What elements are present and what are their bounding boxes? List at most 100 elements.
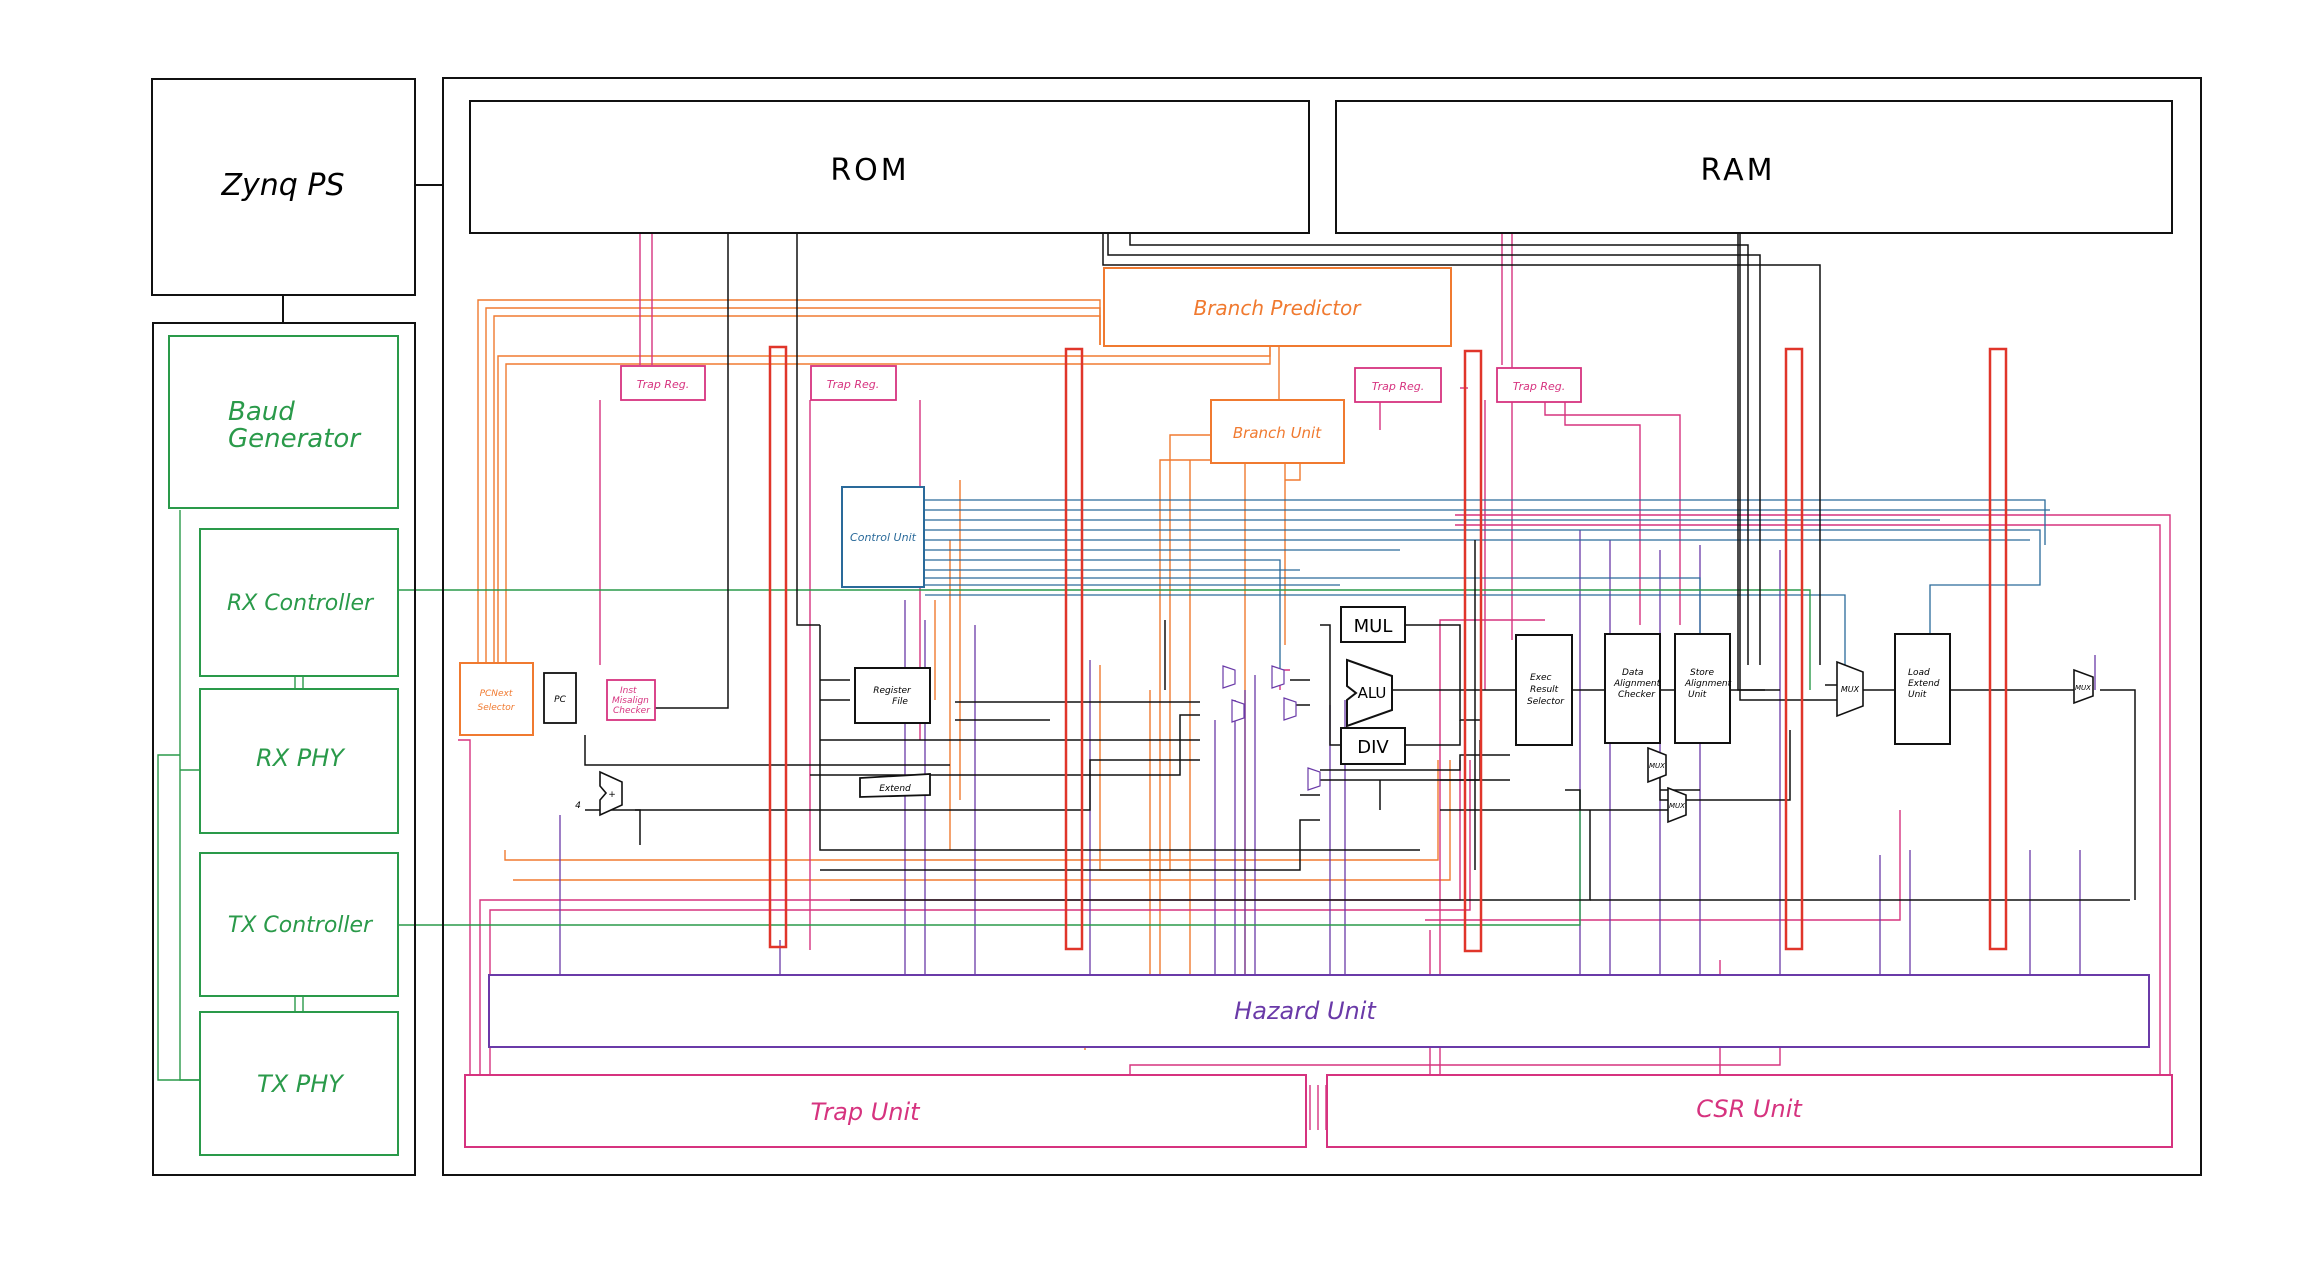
trap-reg-2: Trap Reg. bbox=[810, 365, 897, 401]
rom-block: ROM bbox=[469, 100, 1310, 234]
uart-internal-links bbox=[294, 676, 304, 1012]
baud-label-line1: Baud bbox=[228, 397, 295, 427]
trap-reg-2-label: Trap Reg. bbox=[827, 378, 880, 391]
baud-label-line2: Generator bbox=[228, 424, 362, 454]
rx-phy-label: RX PHY bbox=[256, 744, 346, 772]
extend-label: Extend bbox=[879, 784, 911, 794]
inst-misalign-label-3: Checker bbox=[613, 706, 651, 716]
hazard-unit-label: Hazard Unit bbox=[1234, 997, 1377, 1025]
extend-block: Extend bbox=[859, 773, 931, 798]
tx-phy-label: TX PHY bbox=[257, 1070, 345, 1098]
pipeline-register-mem-wb2 bbox=[1988, 347, 2008, 951]
ram-label: RAM bbox=[1700, 153, 1775, 188]
store-align-label-2: Alignment bbox=[1684, 679, 1732, 689]
trap-reg-4-label: Trap Reg. bbox=[1513, 380, 1566, 393]
fwd-mux-d bbox=[1283, 697, 1297, 721]
exec-result-selector-block: Exec Result Selector bbox=[1515, 634, 1573, 746]
blue-wires bbox=[925, 499, 2050, 690]
baud-generator-block: Baud Generator bbox=[168, 335, 399, 509]
branch-unit-label: Branch Unit bbox=[1233, 424, 1322, 442]
purple-wires bbox=[559, 530, 2096, 975]
adder-constant: 4 bbox=[575, 801, 581, 811]
store-align-label-3: Unit bbox=[1688, 690, 1707, 700]
pipeline-register-if-id bbox=[768, 345, 788, 949]
pcnext-label-2: Selector bbox=[478, 703, 516, 713]
rx-controller-label: RX Controller bbox=[227, 591, 375, 616]
fwd-mux-c bbox=[1271, 665, 1285, 689]
green-wires bbox=[157, 510, 1811, 1081]
control-unit-block: Control Unit bbox=[841, 486, 925, 588]
fwd-mux-1-label: MUX bbox=[1649, 762, 1665, 770]
black-wires bbox=[555, 230, 2136, 901]
cpu-frame bbox=[442, 77, 2202, 1176]
pc-block: PC bbox=[543, 672, 577, 724]
mul-label: MUL bbox=[1354, 616, 1393, 637]
load-extend-label-1: Load bbox=[1908, 668, 1930, 678]
csr-unit-label: CSR Unit bbox=[1696, 1095, 1803, 1123]
load-extend-label-2: Extend bbox=[1908, 679, 1940, 689]
pipeline-register-id-ex bbox=[1064, 347, 1084, 951]
zynq-ps-block: Zynq PS bbox=[151, 78, 416, 296]
fwd-mux-a bbox=[1222, 665, 1236, 689]
trap-reg-3-label: Trap Reg. bbox=[1372, 380, 1425, 393]
trap-reg-3: Trap Reg. bbox=[1354, 367, 1442, 403]
inst-misalign-label-2: Misalign bbox=[612, 696, 649, 706]
register-file-block: Register File bbox=[854, 667, 931, 724]
inst-misalign-checker-block: Inst Misalign Checker bbox=[606, 679, 656, 721]
store-align-label-1: Store bbox=[1690, 668, 1714, 678]
branch-predictor-label: Branch Predictor bbox=[1193, 296, 1362, 320]
pc-adder: + 4 bbox=[575, 770, 623, 817]
register-file-label-1: Register bbox=[873, 686, 912, 696]
ram-block: RAM bbox=[1335, 100, 2173, 234]
data-align-label-3: Checker bbox=[1618, 690, 1656, 700]
alu-block: ALU bbox=[1346, 658, 1393, 728]
tx-controller-label: TX Controller bbox=[228, 913, 374, 938]
wb-mux: MUX bbox=[2073, 668, 2094, 705]
forwarding-muxes bbox=[1222, 665, 1321, 791]
adder-plus: + bbox=[608, 790, 616, 800]
data-alignment-checker-block: Data Alignment Checker bbox=[1604, 633, 1661, 744]
exec-result-label-2: Result bbox=[1530, 685, 1559, 695]
rx-phy-block: RX PHY bbox=[199, 688, 399, 834]
store-alignment-unit-block: Store Alignment Unit bbox=[1674, 633, 1732, 744]
branch-predictor-block: Branch Predictor bbox=[1103, 267, 1452, 347]
mem-mux-label: MUX bbox=[1841, 685, 1860, 694]
exec-result-label-1: Exec bbox=[1530, 673, 1552, 683]
alu-label: ALU bbox=[1358, 684, 1387, 702]
div-label: DIV bbox=[1357, 737, 1389, 758]
load-extend-unit-block: Load Extend Unit bbox=[1894, 633, 1951, 745]
trap-unit-label: Trap Unit bbox=[810, 1098, 921, 1126]
tx-controller-block: TX Controller bbox=[199, 852, 399, 997]
inst-misalign-label-1: Inst bbox=[620, 686, 637, 696]
fwd-mux-1: MUX bbox=[1647, 746, 1667, 784]
mem-mux: MUX bbox=[1836, 660, 1864, 718]
wb-mux-label: MUX bbox=[2075, 684, 2091, 692]
load-extend-label-3: Unit bbox=[1908, 690, 1927, 700]
pc-label: PC bbox=[554, 695, 566, 705]
pipeline-register-ex-mem bbox=[1463, 349, 1483, 953]
fwd-mux-2-label: MUX bbox=[1669, 802, 1685, 810]
data-align-label-1: Data bbox=[1622, 668, 1644, 678]
trap-reg-4: Trap Reg. bbox=[1496, 367, 1582, 403]
tx-phy-block: TX PHY bbox=[199, 1011, 399, 1156]
trap-unit-block: Trap Unit bbox=[464, 1074, 1307, 1148]
zynq-ps-label: Zynq PS bbox=[220, 168, 344, 203]
trap-reg-1-label: Trap Reg. bbox=[637, 378, 690, 391]
trap-reg-1: Trap Reg. bbox=[620, 365, 706, 401]
fwd-mux-2: MUX bbox=[1667, 786, 1687, 824]
pipeline-register-mem-wb1 bbox=[1784, 347, 1804, 951]
rx-controller-block: RX Controller bbox=[199, 528, 399, 677]
orange-wires bbox=[477, 299, 1451, 1050]
rom-label: ROM bbox=[830, 153, 909, 188]
fwd-mux-e bbox=[1307, 767, 1321, 791]
data-align-label-2: Alignment bbox=[1613, 679, 1661, 689]
exec-result-label-3: Selector bbox=[1527, 697, 1565, 707]
fwd-mux-b bbox=[1231, 699, 1245, 723]
branch-unit-block: Branch Unit bbox=[1210, 399, 1345, 464]
register-file-label-2: File bbox=[892, 697, 908, 707]
control-unit-label: Control Unit bbox=[850, 531, 917, 544]
mul-block: MUL bbox=[1340, 606, 1406, 643]
csr-unit-block: CSR Unit bbox=[1326, 1074, 2173, 1148]
